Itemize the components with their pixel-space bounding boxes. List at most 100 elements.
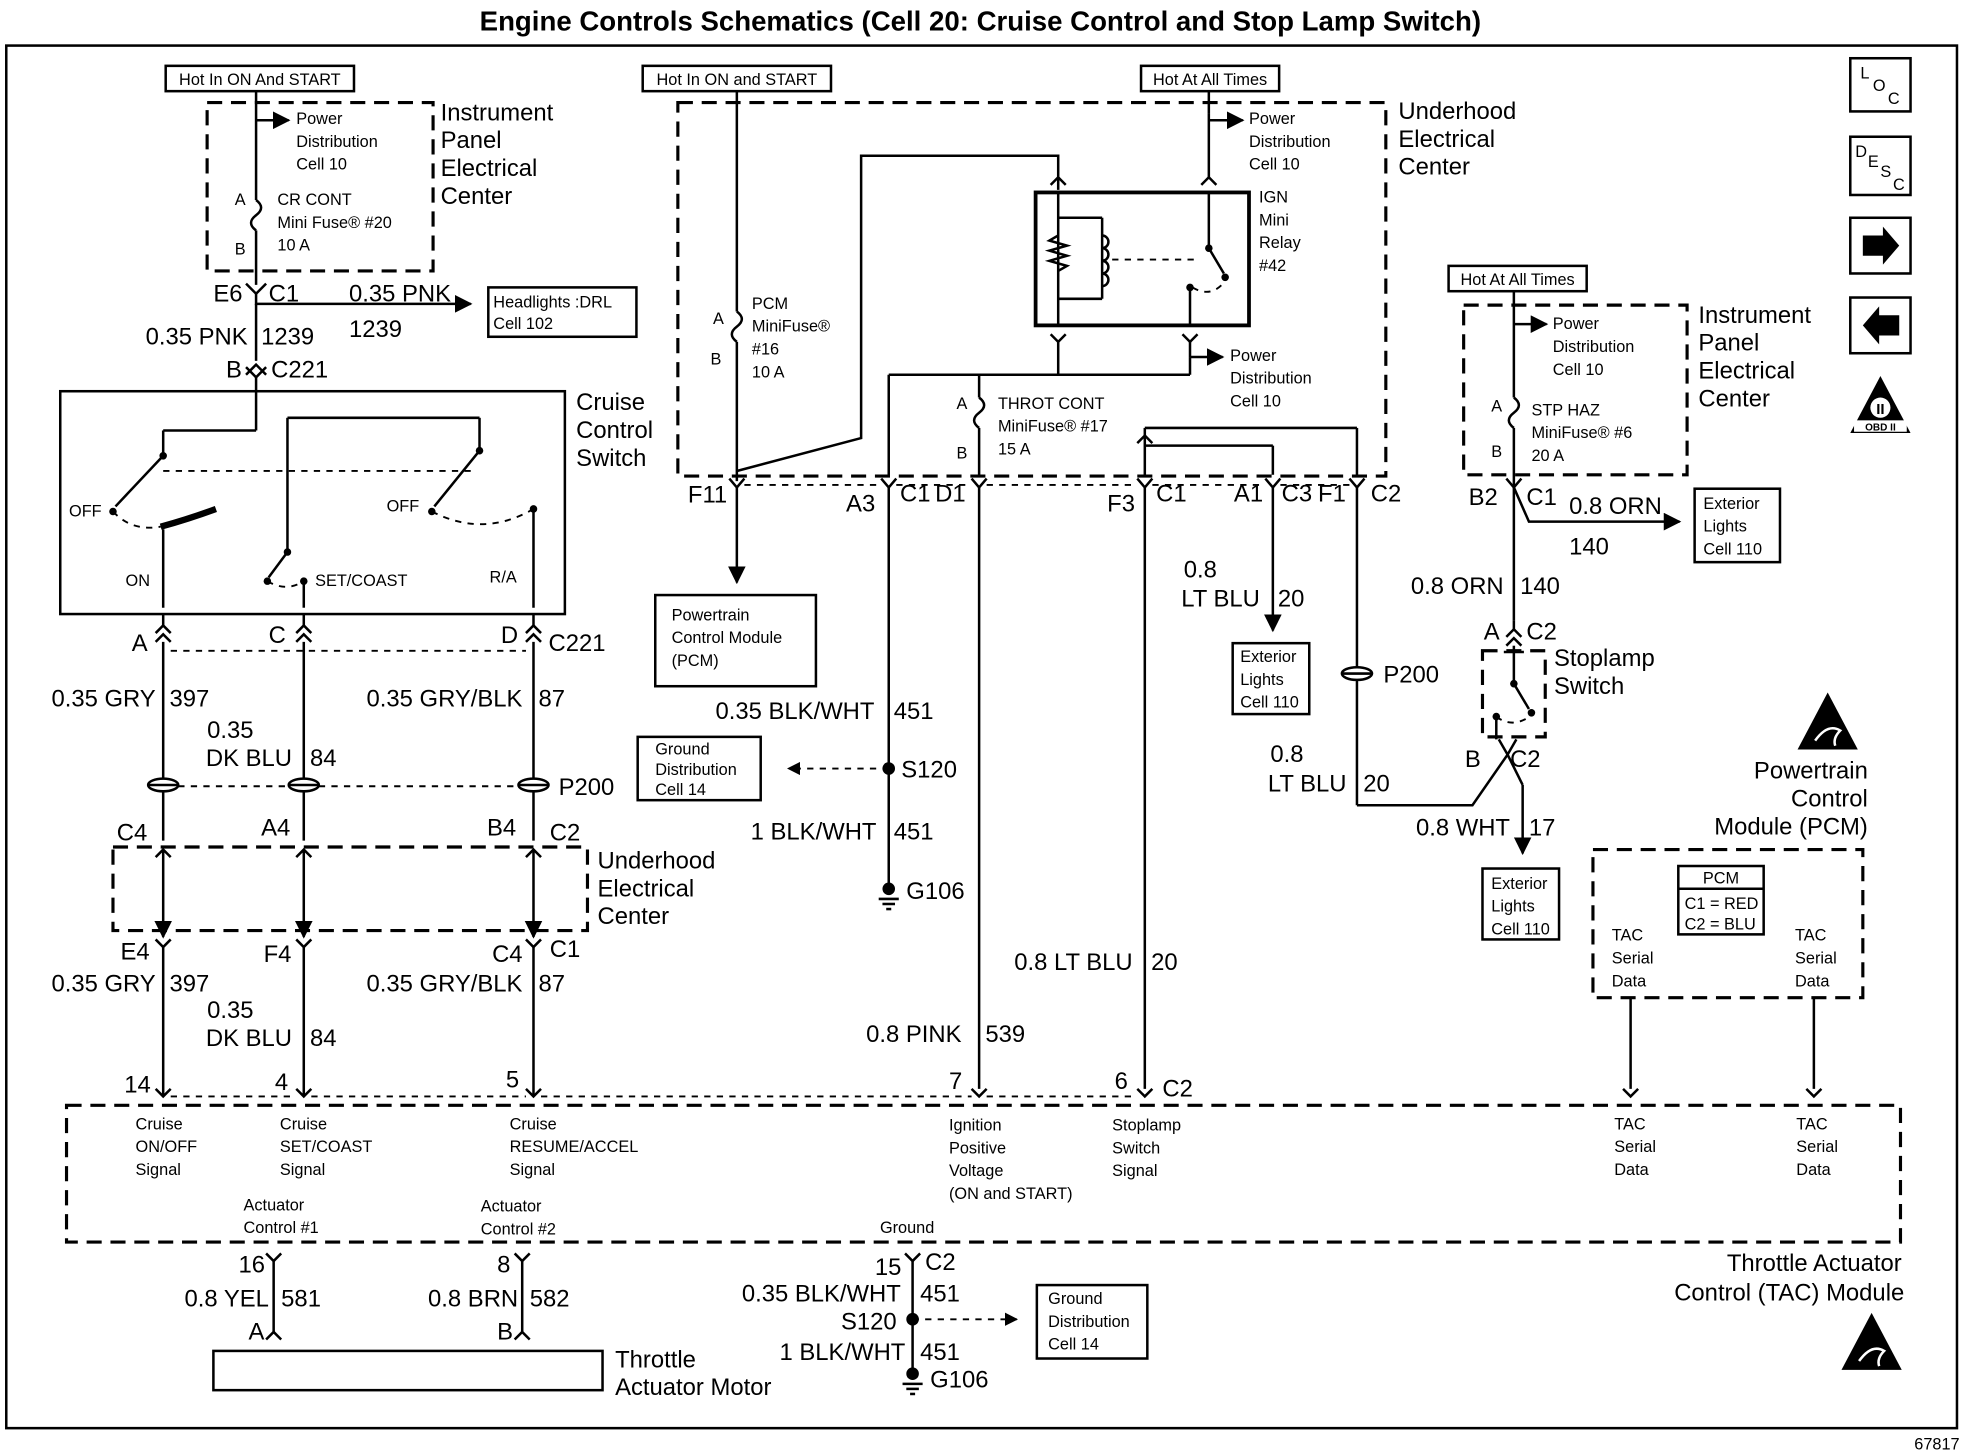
tac-ground-label: Ground (880, 1219, 934, 1237)
svg-text:Electrical: Electrical (1398, 126, 1495, 153)
svg-text:Lights: Lights (1240, 671, 1284, 689)
desc-icon[interactable]: D E S C (1849, 135, 1912, 197)
svg-text:Switch: Switch (1554, 673, 1624, 700)
uhec-mid-connectors: E4 F4 C4 C1 (121, 936, 581, 968)
svg-text:D: D (501, 622, 518, 649)
svg-text:O: O (1873, 77, 1886, 95)
ground-dist-top-ref: Ground Distribution Cell 14 (636, 735, 762, 802)
svg-text:Cell 14: Cell 14 (655, 781, 706, 799)
svg-text:15: 15 (875, 1254, 902, 1281)
svg-text:539: 539 (985, 1021, 1025, 1048)
svg-text:Mini: Mini (1259, 211, 1289, 229)
svg-text:20: 20 (1278, 585, 1305, 612)
svg-text:Headlights :DRL: Headlights :DRL (493, 294, 612, 312)
svg-text:1 BLK/WHT: 1 BLK/WHT (751, 818, 877, 845)
svg-text:Power: Power (296, 110, 343, 128)
svg-text:Exterior: Exterior (1240, 648, 1297, 666)
svg-text:B: B (226, 356, 242, 383)
svg-text:F4: F4 (264, 941, 292, 968)
svg-text:Cruise: Cruise (136, 1115, 183, 1133)
svg-text:0.8 ORN: 0.8 ORN (1411, 573, 1504, 600)
svg-text:0.8 LT BLU: 0.8 LT BLU (1014, 949, 1132, 976)
svg-text:7: 7 (949, 1068, 962, 1095)
svg-text:A3: A3 (846, 490, 875, 517)
loc-icon[interactable]: L O C (1849, 56, 1912, 113)
svg-text:Throttle Actuator: Throttle Actuator (1727, 1250, 1902, 1277)
svg-text:Switch: Switch (576, 445, 646, 472)
svg-text:Power: Power (1230, 347, 1277, 365)
svg-text:Electrical: Electrical (598, 875, 695, 902)
svg-text:84: 84 (310, 1025, 337, 1052)
g106-top-ground-icon (878, 882, 899, 911)
obd-ii-icon: II OBD II (1850, 376, 1911, 433)
svg-text:Distribution: Distribution (1249, 133, 1331, 151)
svg-text:Cell 10: Cell 10 (296, 156, 347, 174)
svg-text:Actuator Motor: Actuator Motor (615, 1374, 771, 1401)
ext-lights-a1-ref: Exterior Lights Cell 110 (1231, 641, 1311, 716)
svg-text:C1: C1 (900, 480, 930, 507)
svg-text:Serial: Serial (1796, 1138, 1838, 1156)
svg-text:581: 581 (281, 1286, 321, 1313)
arrow-right-icon[interactable] (1849, 216, 1912, 275)
svg-text:Distribution: Distribution (1230, 370, 1312, 388)
tac-module-box (64, 1103, 1903, 1244)
relay-coil (1101, 234, 1110, 288)
ground-dist-bottom-ref: Ground Distribution Cell 14 (1035, 1283, 1149, 1360)
svg-text:Voltage: Voltage (949, 1162, 1003, 1180)
svg-text:10 A: 10 A (752, 363, 785, 381)
svg-text:B: B (1465, 746, 1481, 773)
uhec-power-dist-2: Power Distribution Cell 10 (1230, 347, 1312, 411)
ipec-right-label: Instrument Panel Electrical Center (1698, 302, 1811, 413)
svg-text:G106: G106 (906, 878, 964, 905)
tac-top-pins: 14 4 5 7 6 C2 (124, 1066, 1823, 1102)
svg-text:A: A (132, 630, 148, 657)
svg-text:A: A (713, 310, 724, 328)
svg-text:Cell 110: Cell 110 (1240, 694, 1299, 712)
svg-text:Electrical: Electrical (1698, 357, 1795, 384)
svg-text:0.8: 0.8 (1270, 741, 1303, 768)
svg-text:Cell 110: Cell 110 (1491, 920, 1550, 938)
stoplamp-switch-label: Stoplamp Switch (1554, 645, 1655, 700)
page-frame (5, 44, 1959, 1430)
svg-text:Mini Fuse® #20: Mini Fuse® #20 (277, 214, 391, 232)
cruise-control-switch[interactable] (58, 389, 567, 616)
svg-text:DK BLU: DK BLU (206, 745, 292, 772)
svg-text:Signal: Signal (136, 1161, 181, 1179)
svg-text:OFF: OFF (69, 503, 102, 521)
svg-text:397: 397 (169, 970, 209, 997)
svg-text:SET/COAST: SET/COAST (280, 1138, 372, 1156)
svg-text:TAC: TAC (1796, 1115, 1828, 1133)
svg-text:RESUME/ACCEL: RESUME/ACCEL (510, 1138, 639, 1156)
svg-text:E6: E6 (213, 280, 242, 307)
tac-actuator-2: Actuator Control #2 (481, 1198, 556, 1239)
svg-text:Panel: Panel (441, 127, 502, 154)
svg-text:Hot At All Times: Hot At All Times (1153, 71, 1267, 89)
svg-text:17: 17 (1529, 815, 1556, 842)
svg-text:Actuator: Actuator (481, 1198, 542, 1216)
ign-mini-relay (1033, 190, 1251, 328)
ext-lights-wht-ref: Exterior Lights Cell 110 (1481, 867, 1561, 941)
p200-left-connector: P200 (146, 774, 614, 801)
ipec-left-box (205, 100, 435, 273)
svg-text:C2: C2 (1526, 618, 1556, 645)
tac-signal-4: Cruise SET/COAST Signal (280, 1115, 372, 1179)
headlights-ref: Headlights :DRL Cell 102 (487, 286, 638, 339)
c221-bottom-connector: A C D C221 (132, 614, 606, 657)
throttle-motor-label: Throttle Actuator Motor (615, 1346, 771, 1401)
svg-text:OFF: OFF (387, 497, 420, 515)
svg-text:LT BLU: LT BLU (1268, 770, 1347, 797)
svg-text:P200: P200 (1383, 661, 1439, 688)
svg-text:B: B (497, 1318, 513, 1345)
svg-text:0.8 ORN: 0.8 ORN (1569, 493, 1662, 520)
svg-text:MiniFuse® #17: MiniFuse® #17 (998, 418, 1108, 436)
svg-text:DK BLU: DK BLU (206, 1025, 292, 1052)
svg-text:Distribution: Distribution (296, 133, 378, 151)
svg-text:0.35 GRY: 0.35 GRY (51, 970, 155, 997)
tac-signal-7: Ignition Positive Voltage (ON and START) (949, 1117, 1073, 1203)
svg-text:C221: C221 (271, 356, 328, 383)
svg-text:THROT CONT: THROT CONT (998, 395, 1105, 413)
svg-text:Control (TAC) Module: Control (TAC) Module (1674, 1279, 1904, 1306)
ipec-left-power-dist: Power Distribution Cell 10 (296, 110, 378, 174)
arrow-left-icon[interactable] (1849, 296, 1912, 355)
svg-text:0.35: 0.35 (207, 997, 253, 1024)
